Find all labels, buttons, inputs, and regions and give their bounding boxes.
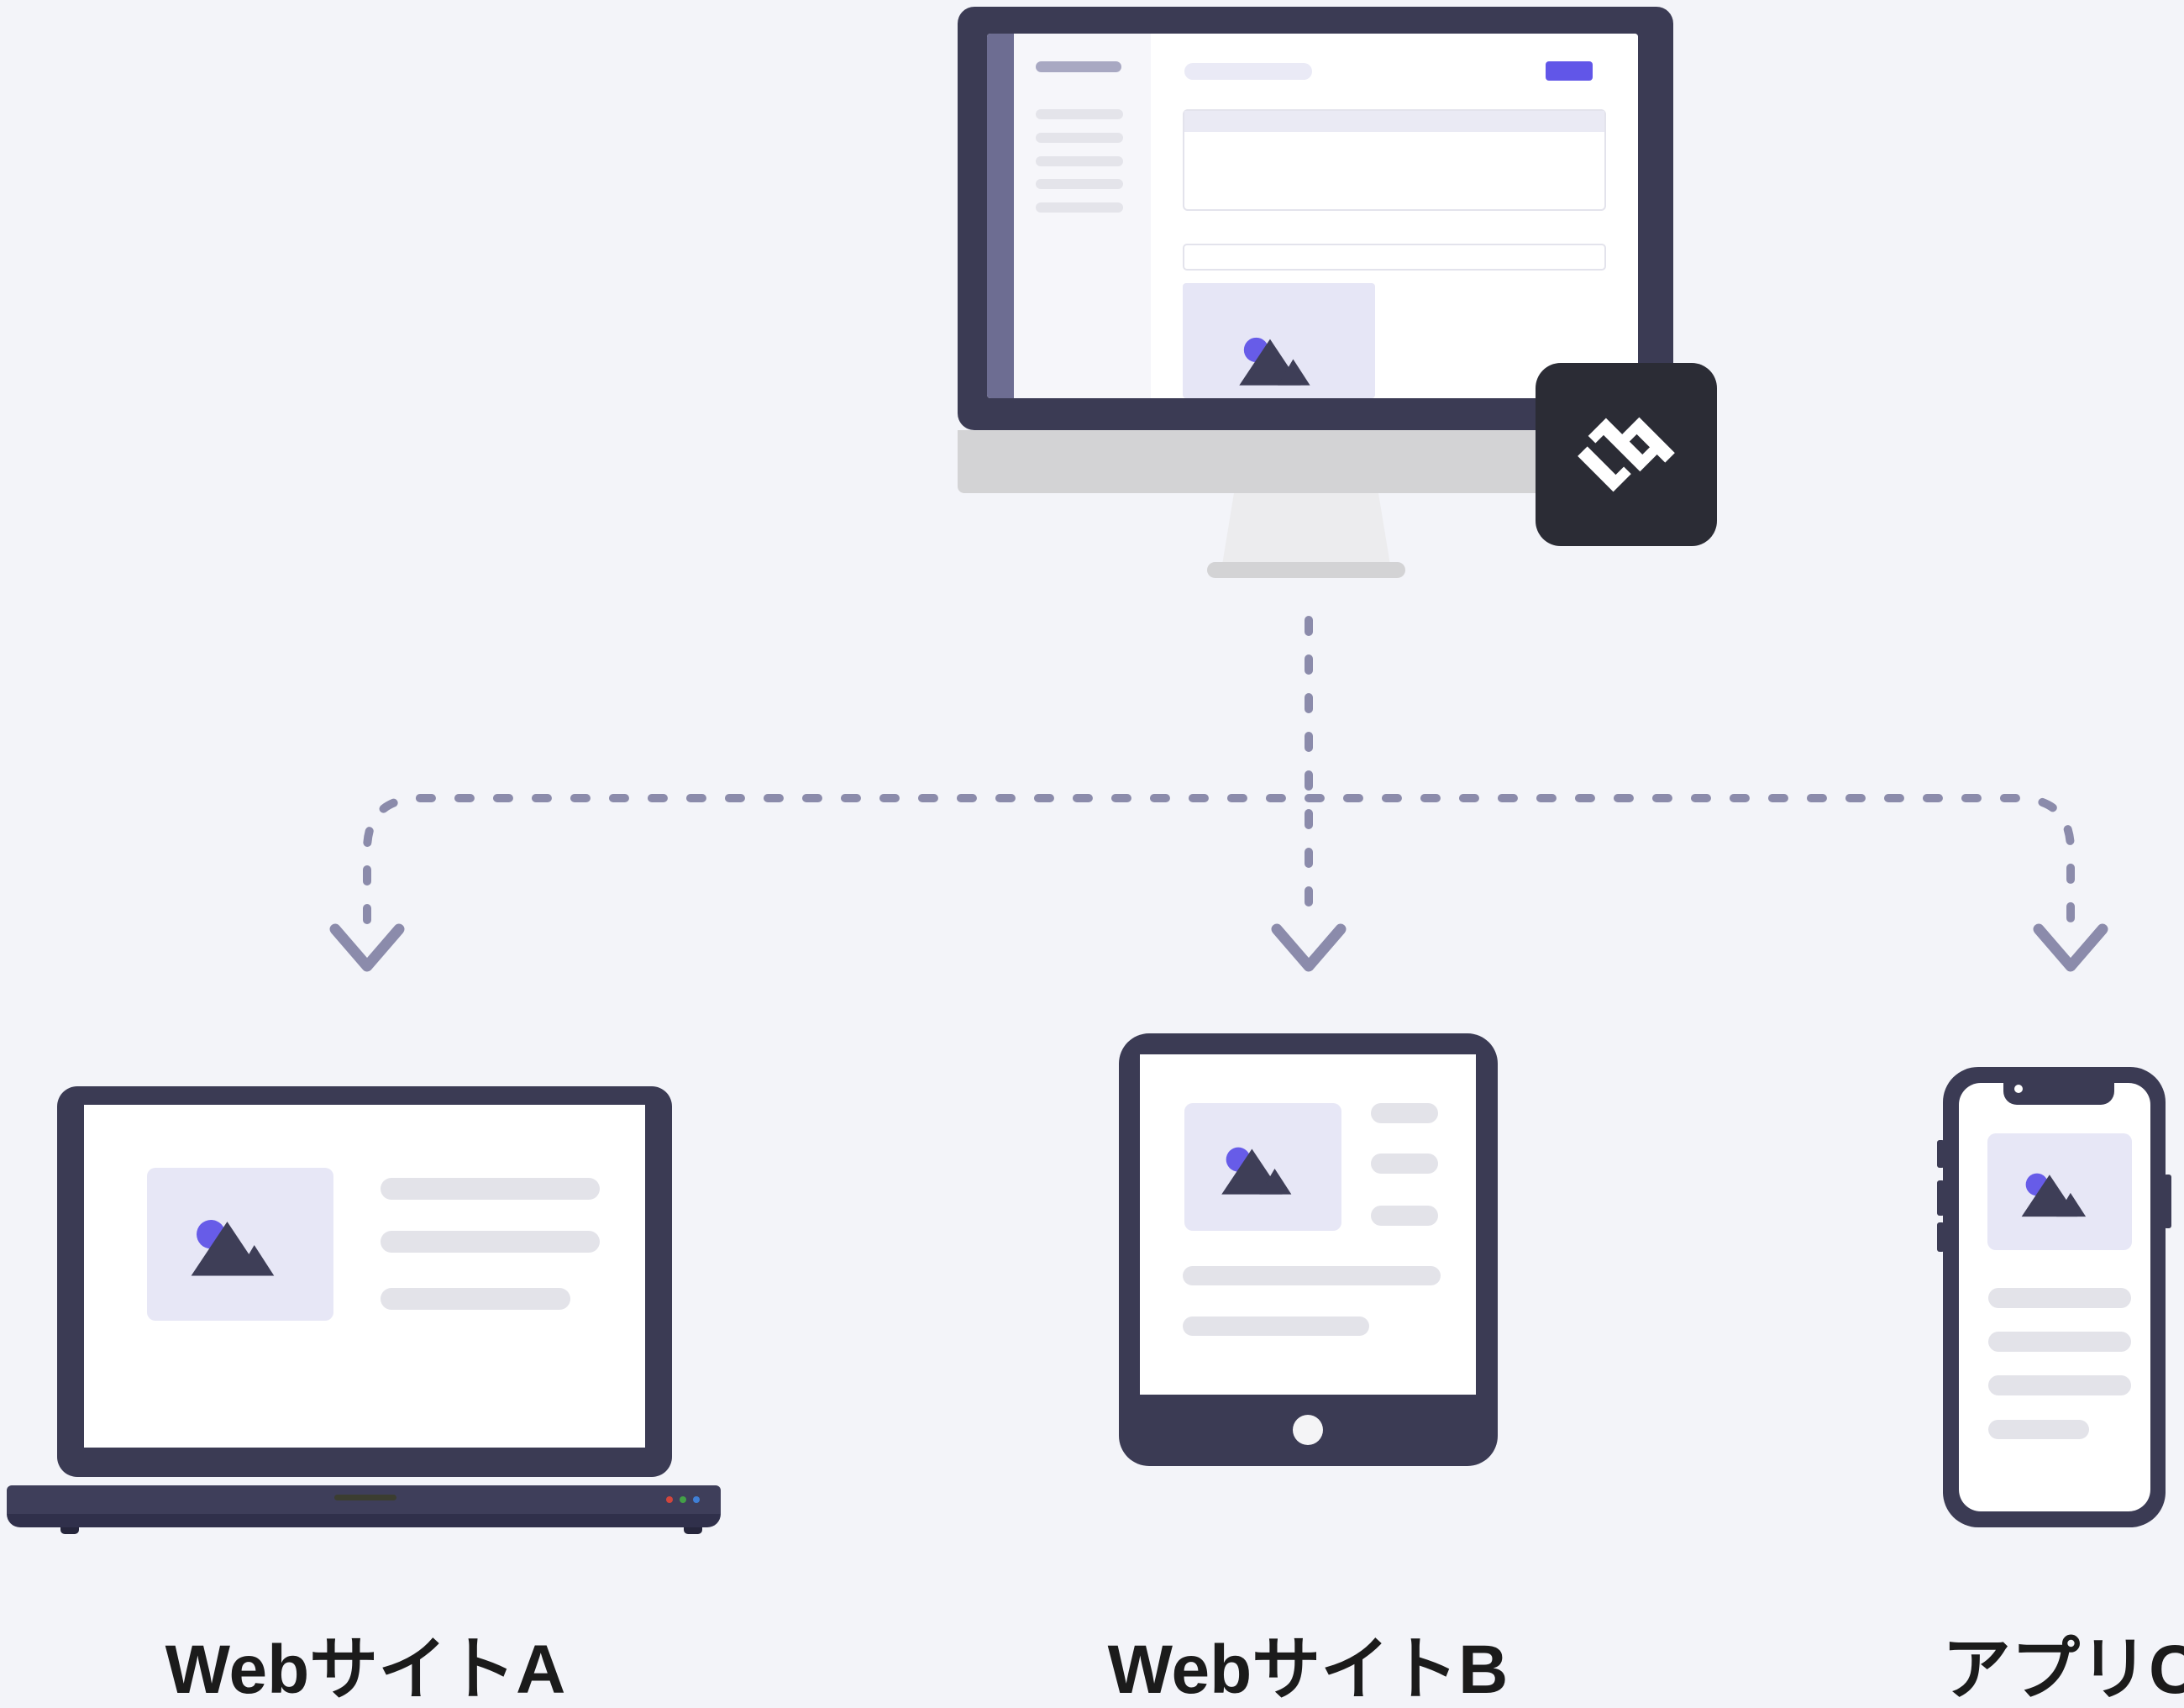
publish-button-placeholder — [1546, 61, 1593, 81]
status-dot-red — [666, 1496, 673, 1503]
sidebar-menu-placeholder — [1036, 179, 1123, 189]
phone-side-button — [1937, 1222, 1945, 1252]
article-image-placeholder — [1987, 1133, 2132, 1250]
text-line-placeholder — [1183, 1266, 1441, 1285]
status-dot-blue — [693, 1496, 700, 1503]
sidebar-menu-placeholder — [1036, 133, 1123, 143]
text-line-placeholder — [1371, 1103, 1438, 1123]
arrowhead-right — [2033, 923, 2108, 972]
microcms-logo-icon — [1578, 417, 1675, 492]
monitor-sidebar-strip — [987, 34, 1014, 398]
text-line-placeholder — [1183, 1316, 1369, 1336]
monitor-base — [1207, 562, 1405, 578]
text-line-placeholder — [1988, 1332, 2131, 1352]
laptop-base-edge — [7, 1514, 721, 1527]
phone-camera-dot — [2014, 1085, 2023, 1093]
image-mountains-icon — [1221, 1147, 1292, 1195]
page-title-placeholder — [1184, 63, 1312, 80]
phone-screen — [1959, 1083, 2150, 1511]
image-mountains-icon — [1238, 337, 1310, 386]
text-line-placeholder — [381, 1231, 600, 1253]
laptop-trackpad-notch — [334, 1495, 396, 1500]
sidebar-menu-placeholder — [1036, 202, 1123, 213]
laptop-foot — [60, 1527, 79, 1534]
phone-side-button — [1937, 1140, 1945, 1168]
input-field-placeholder — [1183, 244, 1606, 271]
tablet-screen — [1140, 1054, 1476, 1395]
monitor-sidebar — [1014, 34, 1151, 398]
status-dot-green — [680, 1496, 686, 1503]
laptop-screen — [84, 1105, 645, 1448]
text-line-placeholder — [1988, 1420, 2089, 1439]
label-website-b: WebサイトB — [1107, 1632, 1509, 1708]
label-website-a: WebサイトA — [165, 1632, 566, 1708]
text-line-placeholder — [381, 1288, 570, 1310]
arrowhead-center — [1271, 923, 1347, 972]
sidebar-menu-placeholder — [1036, 109, 1123, 119]
image-field-placeholder — [1183, 283, 1375, 398]
tablet-home-button — [1293, 1415, 1323, 1445]
article-image-placeholder — [1184, 1103, 1341, 1231]
cms-logo-badge — [1536, 363, 1717, 546]
image-mountains-icon — [2022, 1173, 2087, 1217]
monitor-stand — [1222, 493, 1390, 565]
label-app-c: アプリC — [1942, 1632, 2184, 1708]
arrowhead-left — [329, 923, 405, 972]
text-line-placeholder — [381, 1178, 600, 1200]
text-line-placeholder — [1371, 1154, 1438, 1174]
phone-side-button — [2164, 1175, 2171, 1228]
monitor-main-content — [1151, 34, 1638, 398]
sidebar-menu-placeholder — [1036, 156, 1123, 166]
text-line-placeholder — [1988, 1375, 2131, 1395]
textarea-toolbar-placeholder — [1184, 111, 1604, 132]
arrow-line-branch — [363, 794, 2075, 924]
text-line-placeholder — [1371, 1206, 1438, 1226]
monitor-screen — [987, 34, 1638, 398]
phone-side-button — [1937, 1180, 1945, 1216]
article-image-placeholder — [147, 1168, 333, 1321]
text-line-placeholder — [1988, 1288, 2131, 1308]
sidebar-logo-placeholder — [1036, 61, 1121, 72]
image-mountains-icon — [191, 1220, 275, 1276]
textarea-field-placeholder — [1183, 109, 1606, 211]
laptop-foot — [684, 1527, 702, 1534]
